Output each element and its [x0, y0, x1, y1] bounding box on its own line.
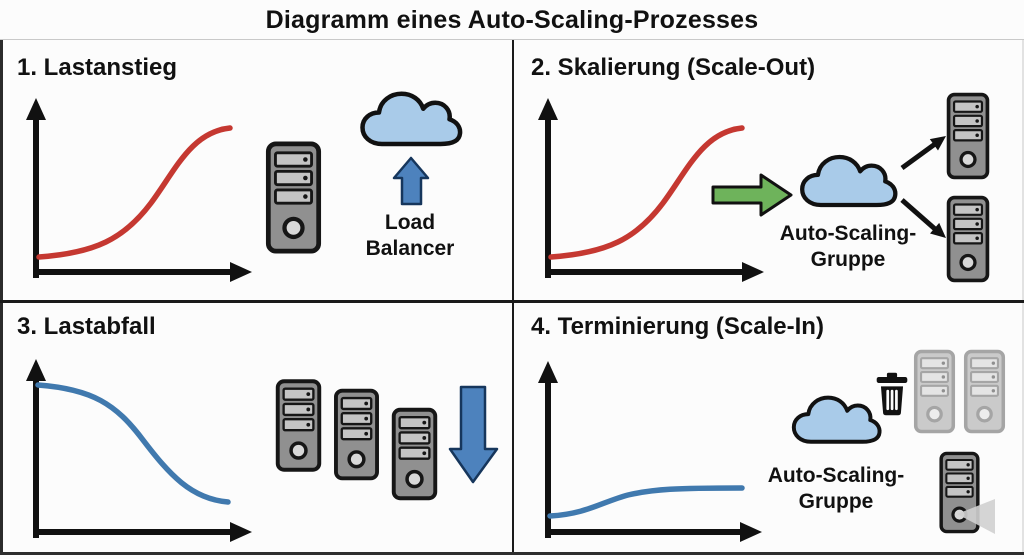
- down-arrow-icon: [448, 385, 499, 484]
- low-steady-load-curve: [547, 485, 745, 519]
- rising-load-curve: [548, 125, 745, 260]
- cloud-icon: [791, 395, 882, 444]
- load-graph-axes-icon: [538, 98, 764, 282]
- auto-scaling-group-label: Auto-Scaling- Gruppe: [746, 463, 926, 515]
- server-icon: [946, 92, 990, 180]
- panel-4-graphics: [538, 349, 1006, 542]
- load-graph-axes-icon: [538, 361, 762, 542]
- auto-scaling-group-label-line1: Auto-Scaling-: [779, 222, 917, 245]
- divider-horizontal: [0, 300, 1024, 303]
- panel-3-graphics: [26, 359, 499, 542]
- server-icon: [946, 195, 990, 283]
- border-left: [0, 40, 3, 553]
- load-graph-axes-icon: [26, 98, 252, 282]
- panel-2-heading: 2. Skalierung (Scale-Out): [531, 54, 816, 81]
- divider-vertical: [512, 40, 514, 553]
- up-arrow-icon: [392, 156, 430, 206]
- server-icon: [265, 141, 322, 254]
- panel-1-heading: 1. Lastanstieg: [17, 54, 178, 81]
- watermark-arrow-icon: [957, 499, 995, 534]
- rising-load-curve: [36, 125, 233, 260]
- page-title: Diagramm eines Auto-Scaling-Prozesses: [265, 6, 759, 34]
- faded-server-icon: [913, 349, 956, 434]
- panel-skalierung: 2. Skalierung (Scale-Out): [514, 40, 1024, 300]
- border-right: [1022, 40, 1024, 553]
- cloud-icon: [360, 91, 463, 147]
- load-balancer-label-line2: Balancer: [365, 237, 455, 260]
- trash-icon: [876, 372, 908, 416]
- server-icon: [391, 407, 438, 501]
- auto-scaling-group-label-line2: Gruppe: [798, 490, 874, 513]
- connector-arrow-up-icon: [900, 136, 946, 171]
- border-top: [0, 39, 1024, 40]
- server-icon: [334, 388, 379, 481]
- load-balancer-label: Load Balancer: [330, 210, 490, 262]
- panel-lastanstieg: 1. Lastanstieg: [0, 40, 512, 300]
- server-icon: [275, 379, 322, 472]
- panel-2-graphics: [538, 92, 990, 283]
- load-balancer-label-line1: Load: [384, 211, 436, 234]
- auto-scaling-group-label: Auto-Scaling- Gruppe: [758, 221, 938, 273]
- auto-scaling-group-label-line2: Gruppe: [810, 248, 886, 271]
- panel-1-graphics: [26, 91, 463, 282]
- auto-scaling-group-label-line1: Auto-Scaling-: [767, 464, 905, 487]
- panel-3-heading: 3. Lastabfall: [17, 313, 156, 340]
- scale-out-arrow-icon: [711, 173, 793, 217]
- falling-load-curve: [35, 382, 231, 505]
- cloud-icon: [800, 154, 898, 208]
- panel-terminierung: 4. Terminierung (Scale-In): [514, 303, 1024, 552]
- load-graph-axes-icon: [26, 359, 252, 542]
- border-bottom: [0, 552, 1024, 555]
- panel-4-heading: 4. Terminierung (Scale-In): [531, 313, 824, 340]
- faded-server-icon: [963, 349, 1006, 434]
- panel-lastabfall: 3. Lastabfall: [0, 303, 512, 552]
- connector-arrow-down-icon: [900, 198, 946, 238]
